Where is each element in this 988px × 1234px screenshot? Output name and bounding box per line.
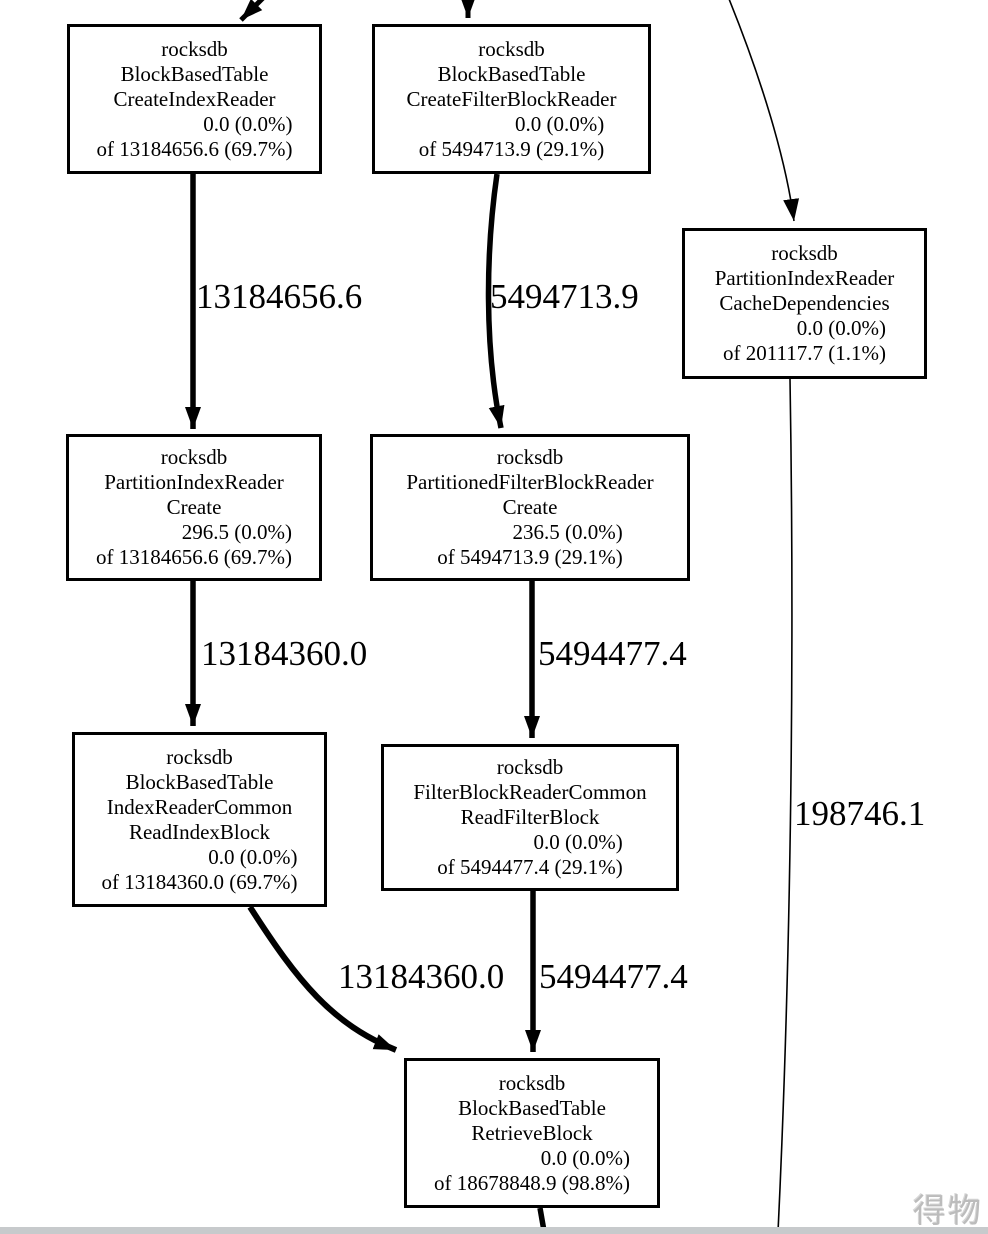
node-name-line: RetrieveBlock: [471, 1120, 593, 1145]
node-flat-value: 0.0 (0.0%): [203, 111, 293, 136]
edge-label-read-index-to-retrieve-block: 13184360.0: [338, 957, 505, 996]
dewu-watermark: 得物: [913, 1192, 983, 1229]
node-block-based-table-create-index-reader: rocksdb BlockBasedTable CreateIndexReade…: [67, 24, 322, 174]
node-metrics: 0.0 (0.0%) of 13184360.0 (69.7%): [102, 845, 298, 895]
node-name-line: PartitionIndexReader: [104, 470, 284, 494]
node-name-line: rocksdb: [478, 36, 545, 61]
node-metrics: 0.0 (0.0%) of 5494477.4 (29.1%): [437, 830, 622, 880]
node-flat-value: 0.0 (0.0%): [540, 1145, 630, 1170]
edge-label-partitioned-create-to-read-filter: 5494477.4: [538, 634, 687, 673]
node-metrics: 0.0 (0.0%) of 201117.7 (1.1%): [723, 316, 886, 366]
node-name-line: ReadFilterBlock: [460, 805, 600, 829]
node-name-line: CacheDependencies: [719, 291, 890, 315]
node-metrics: 0.0 (0.0%) of 18678848.9 (98.8%): [434, 1146, 630, 1196]
edge-label-create-index-to-partition-create: 13184656.6: [196, 277, 363, 316]
node-block-based-table-create-filter-block-reader: rocksdb BlockBasedTable CreateFilterBloc…: [372, 24, 651, 174]
node-block-based-table-retrieve-block: rocksdb BlockBasedTable RetrieveBlock 0.…: [404, 1058, 660, 1208]
node-flat-value: 236.5 (0.0%): [512, 520, 623, 544]
node-cum-value: of 18678848.9 (98.8%): [434, 1170, 630, 1195]
node-partition-index-reader-create: rocksdb PartitionIndexReader Create 296.…: [66, 434, 322, 581]
edge-into-cache-dependencies: [728, 0, 800, 222]
edge-read-index-to-retrieve-block: [247, 905, 398, 1053]
node-name-line: CreateIndexReader: [113, 86, 276, 111]
node-flat-value: 0.0 (0.0%): [208, 844, 298, 869]
edge-into-create-index-reader: [239, 0, 265, 22]
node-name-line: FilterBlockReaderCommon: [413, 780, 647, 804]
node-flat-value: 296.5 (0.0%): [181, 520, 292, 544]
node-metrics: 0.0 (0.0%) of 13184656.6 (69.7%): [97, 112, 293, 162]
node-name-line: rocksdb: [496, 445, 564, 469]
node-name-line: rocksdb: [166, 744, 233, 769]
node-flat-value: 0.0 (0.0%): [796, 316, 886, 340]
bottom-divider-bar: [0, 1227, 988, 1234]
node-cum-value: of 5494713.9 (29.1%): [418, 136, 605, 161]
node-partitioned-filter-block-reader-create: rocksdb PartitionedFilterBlockReader Cre…: [370, 434, 690, 581]
node-cum-value: of 13184656.6 (69.7%): [96, 136, 293, 161]
edge-label-cache-dependencies-branch: 198746.1: [794, 794, 926, 833]
edge-label-partition-create-to-read-index: 13184360.0: [201, 634, 368, 673]
node-name-line: BlockBasedTable: [120, 61, 269, 86]
node-cum-value: of 13184656.6 (69.7%): [96, 545, 292, 569]
edge-label-create-filter-to-partitioned-create: 5494713.9: [490, 277, 639, 316]
node-name-line: rocksdb: [498, 1070, 566, 1095]
node-name-line: rocksdb: [161, 36, 228, 61]
node-name-line: IndexReaderCommon: [106, 794, 293, 819]
node-flat-value: 0.0 (0.0%): [533, 830, 623, 854]
node-name-line: Create: [166, 495, 222, 519]
node-cum-value: of 201117.7 (1.1%): [723, 341, 886, 365]
node-name-line: BlockBasedTable: [458, 1095, 606, 1120]
node-partition-index-reader-cache-dependencies: rocksdb PartitionIndexReader CacheDepend…: [682, 228, 927, 379]
edge-label-read-filter-to-retrieve-block: 5494477.4: [539, 957, 688, 996]
node-name-line: BlockBasedTable: [437, 61, 586, 86]
edge-cache-dependencies-branch: [777, 378, 793, 1233]
node-filter-block-reader-common-read-filter-block: rocksdb FilterBlockReaderCommon ReadFilt…: [381, 744, 679, 891]
node-name-line: rocksdb: [160, 445, 228, 469]
node-name-line: rocksdb: [496, 755, 564, 779]
node-cum-value: of 5494713.9 (29.1%): [437, 545, 623, 569]
node-name-line: ReadIndexBlock: [128, 819, 271, 844]
node-metrics: 296.5 (0.0%) of 13184656.6 (69.7%): [96, 520, 292, 570]
node-index-reader-common-read-index-block: rocksdb BlockBasedTable IndexReaderCommo…: [72, 732, 327, 907]
node-name-line: Create: [502, 495, 558, 519]
node-name-line: BlockBasedTable: [125, 769, 274, 794]
node-name-line: PartitionedFilterBlockReader: [406, 470, 654, 494]
node-name-line: PartitionIndexReader: [714, 266, 895, 290]
node-metrics: 0.0 (0.0%) of 5494713.9 (29.1%): [419, 112, 604, 162]
node-cum-value: of 13184360.0 (69.7%): [101, 869, 298, 894]
edge-create-filter-to-partitioned-create: [485, 173, 505, 429]
node-metrics: 236.5 (0.0%) of 5494713.9 (29.1%): [437, 520, 622, 570]
node-name-line: CreateFilterBlockReader: [406, 86, 617, 111]
node-cum-value: of 5494477.4 (29.1%): [437, 855, 623, 879]
node-name-line: rocksdb: [771, 241, 838, 265]
node-flat-value: 0.0 (0.0%): [515, 111, 605, 136]
